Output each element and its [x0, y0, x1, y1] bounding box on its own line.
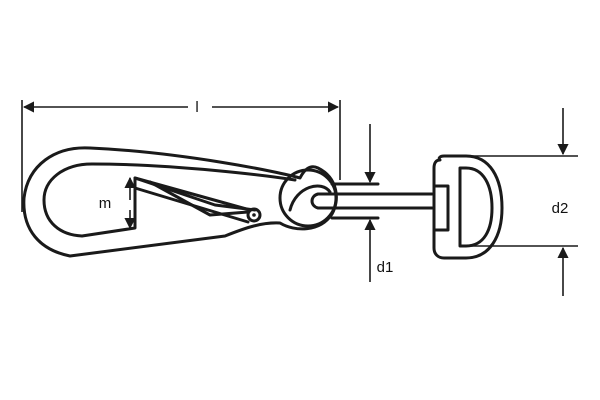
- eye-opening-label: d2: [552, 200, 569, 217]
- gate-rivet: [246, 207, 262, 223]
- d-ring-neck: [432, 184, 450, 232]
- swivel-rod: [310, 192, 434, 210]
- d-ring-outer: [432, 154, 504, 260]
- gate-rivet-center: [252, 213, 256, 217]
- rod-diameter-label: d1: [377, 259, 394, 276]
- rod-collar: [330, 182, 380, 220]
- length-label: l: [195, 99, 198, 116]
- hook-inner-opening: [42, 162, 297, 238]
- gate-opening-label: m: [99, 195, 112, 212]
- d-ring-inner: [458, 166, 494, 248]
- swivel-head-inner: [288, 184, 332, 212]
- gate-inner-arm: [148, 180, 250, 217]
- swivel-head-outer: [278, 168, 338, 228]
